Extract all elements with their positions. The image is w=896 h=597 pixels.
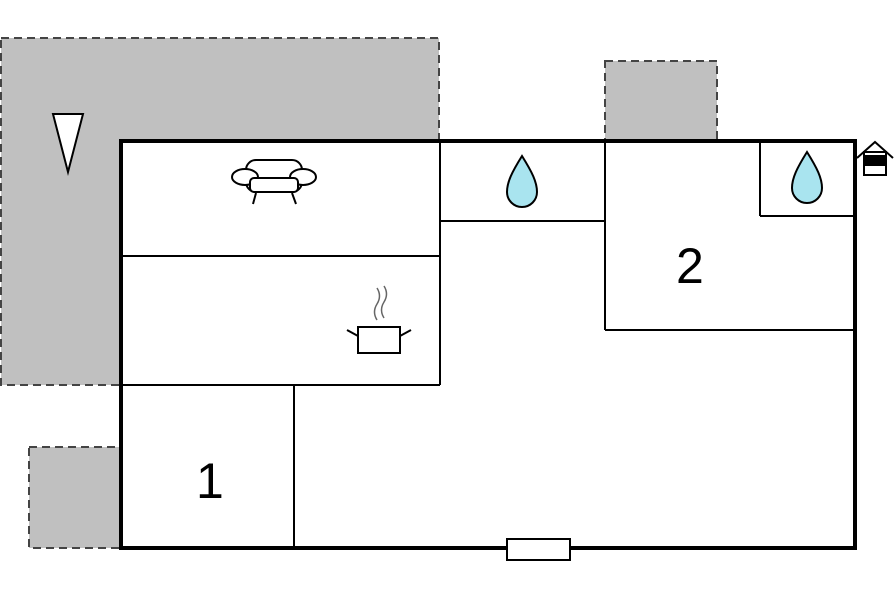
outer-wall bbox=[119, 139, 857, 550]
room-label-2: 2 bbox=[676, 238, 704, 294]
door-icon bbox=[506, 538, 571, 561]
water-drop-icon bbox=[505, 154, 539, 208]
terrace-southwest bbox=[28, 446, 122, 549]
interior-walls bbox=[121, 141, 853, 548]
house-outline bbox=[121, 141, 855, 548]
room-label-1: 1 bbox=[196, 453, 224, 509]
sofa-icon bbox=[231, 159, 317, 205]
north-arrow-icon bbox=[51, 113, 85, 176]
water-drop-icon bbox=[790, 150, 824, 204]
cooking-pot-icon bbox=[346, 285, 412, 354]
house-entrance-icon bbox=[856, 140, 894, 176]
terrace-north bbox=[604, 60, 718, 142]
